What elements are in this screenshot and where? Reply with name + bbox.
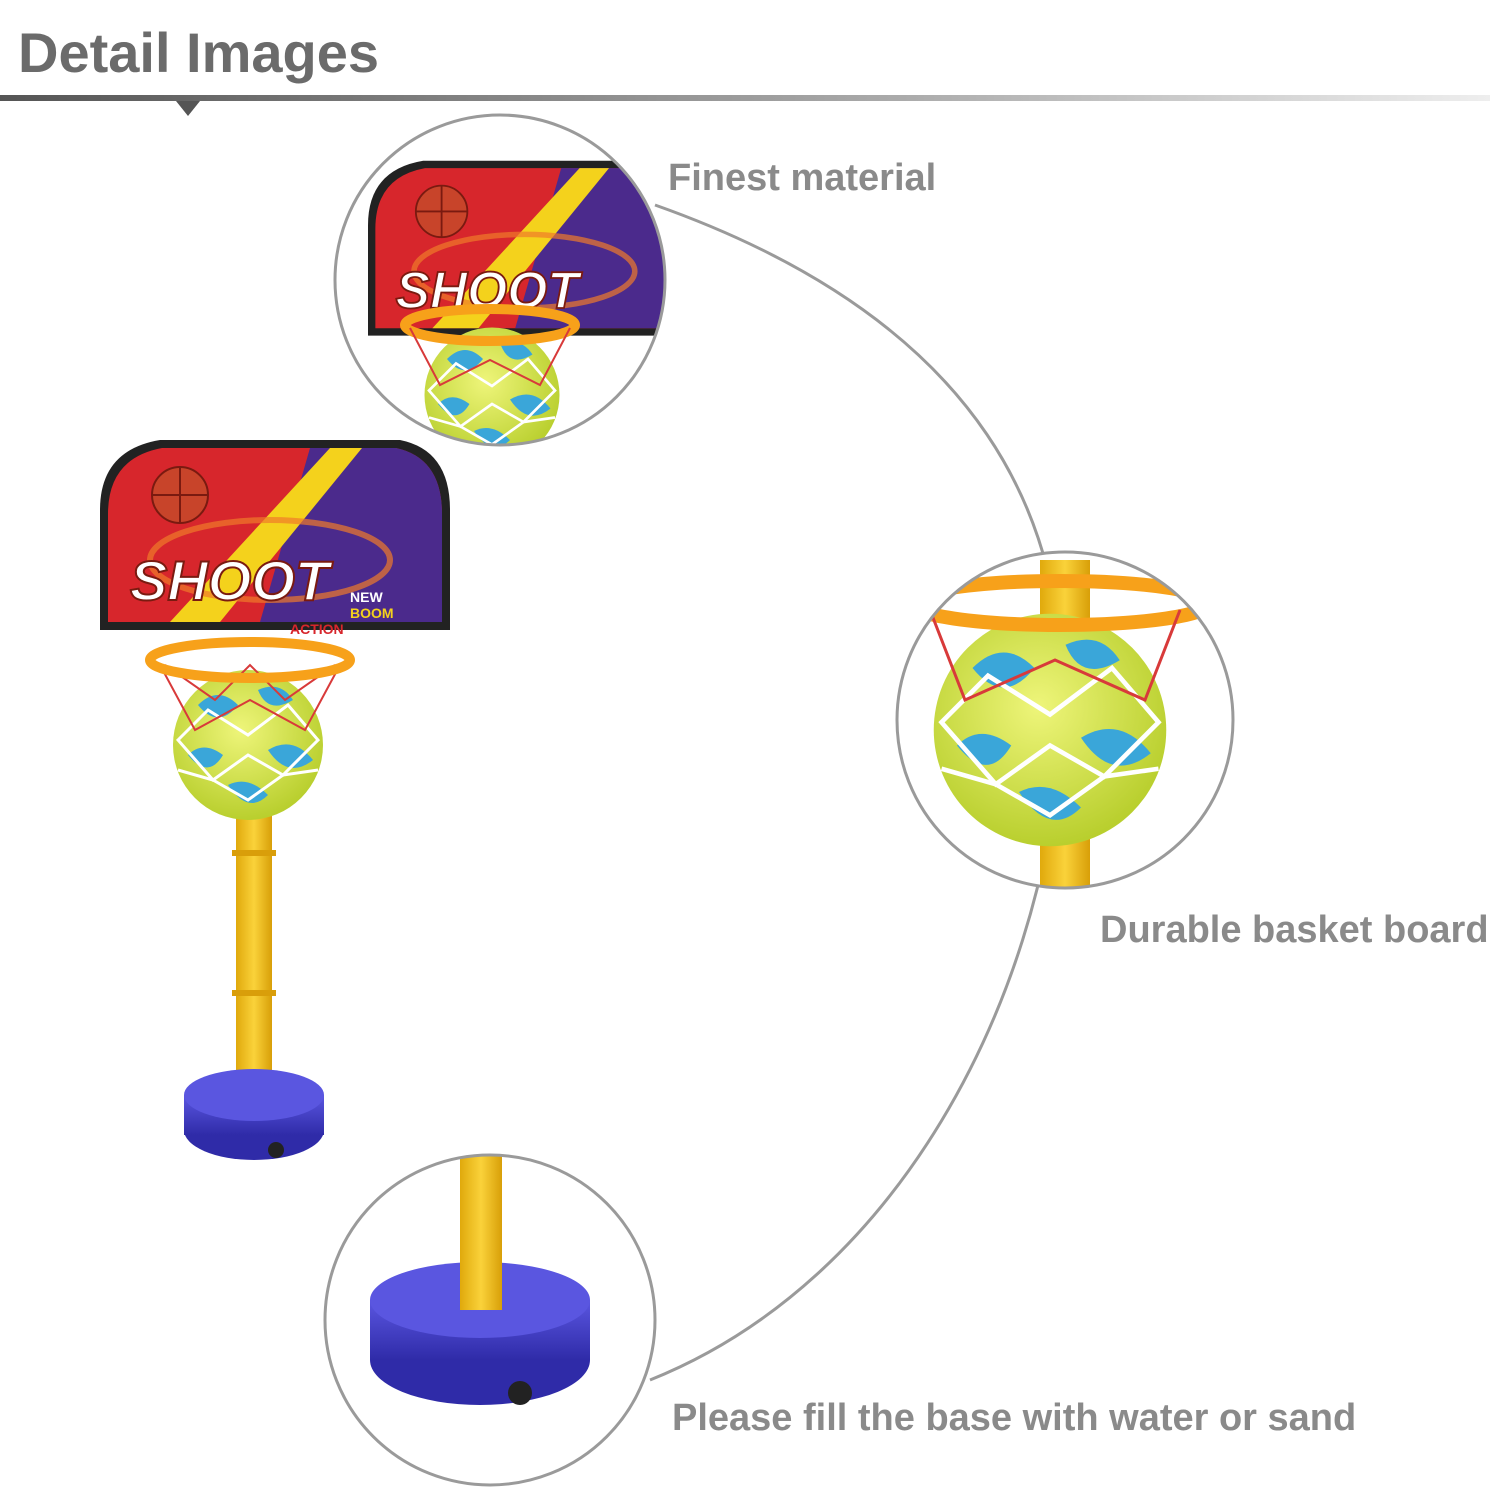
ball <box>171 668 325 822</box>
base <box>184 1069 324 1121</box>
backboard-subtext-1: NEW <box>350 589 383 605</box>
header-title: Detail Images <box>18 21 379 84</box>
pole <box>236 800 272 1100</box>
zoom-circle-rim <box>895 550 1235 890</box>
zoom-circle-base <box>323 1153 657 1487</box>
callout-board: Durable basket board <box>1100 909 1489 951</box>
backboard-text: SHOOT <box>130 549 334 612</box>
callout-base: Please fill the base with water or sand <box>672 1397 1356 1439</box>
header-divider <box>0 95 1490 101</box>
zoom-circle-backboard: SHOOT <box>333 113 667 447</box>
full-product-image: SHOOT NEW BOOM ACTION <box>100 440 450 1160</box>
backboard: SHOOT NEW BOOM ACTION <box>100 440 450 637</box>
rim <box>145 637 355 683</box>
header-pointer <box>176 101 200 116</box>
backboard-subtext-3: ACTION <box>290 621 344 637</box>
callout-material: Finest material <box>668 157 936 199</box>
backboard-subtext-2: BOOM <box>350 605 394 621</box>
